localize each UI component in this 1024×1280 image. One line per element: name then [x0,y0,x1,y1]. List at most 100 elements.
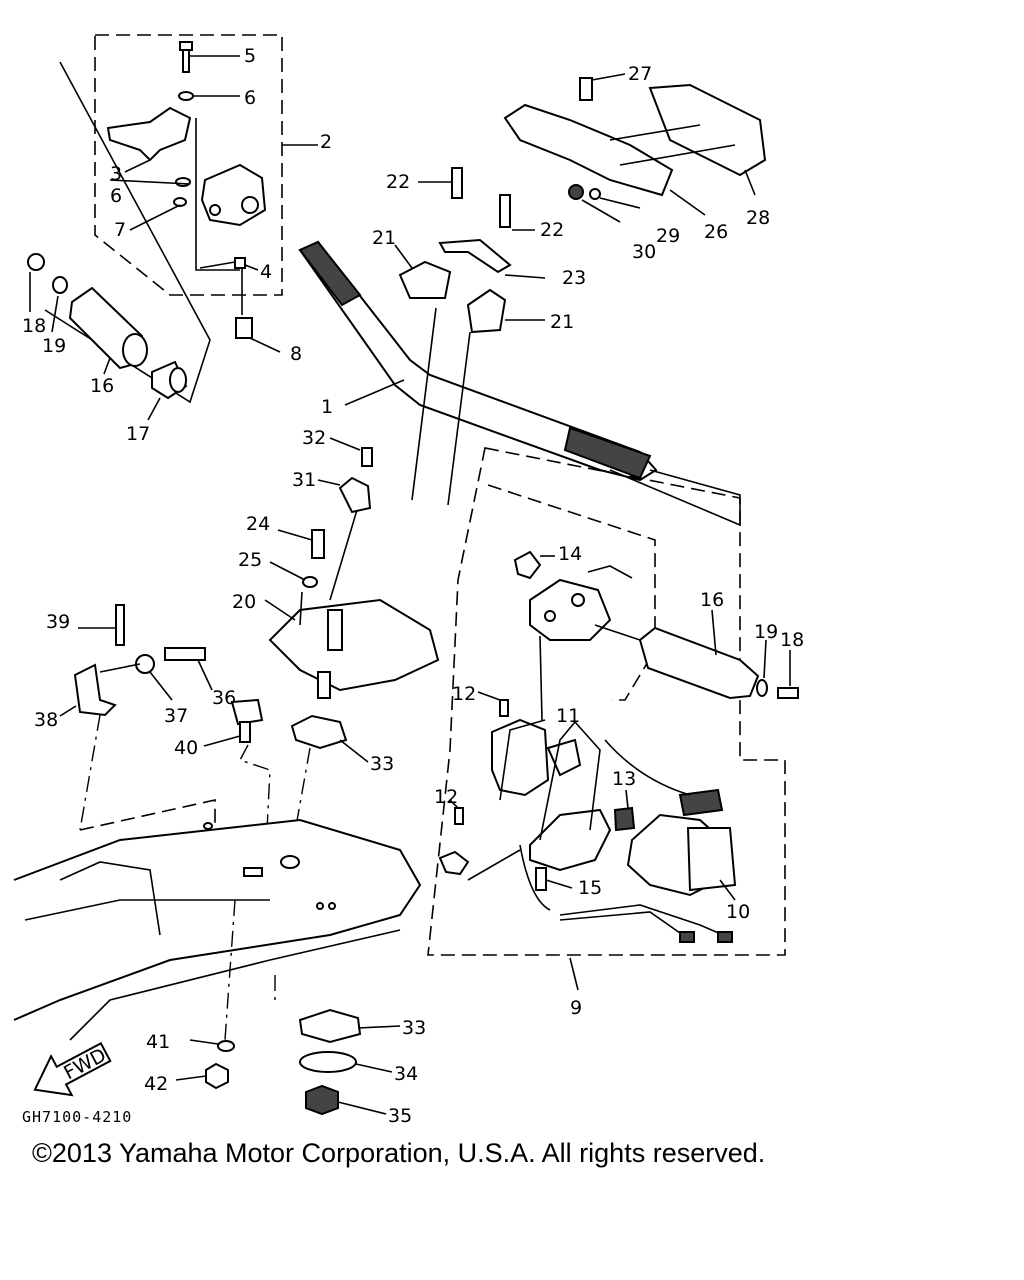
callout-25: 25 [238,549,262,571]
callout-15: 15 [578,877,602,899]
bolt-18-left [27,253,45,271]
callout-21-left: 21 [372,227,396,249]
switch-box-outer [427,447,786,956]
left-switch-group-box [94,34,283,296]
screw-12-upper [499,699,509,717]
callout-30: 30 [632,241,656,263]
callout-37: 37 [164,705,188,727]
washer-19-left [52,276,68,294]
callout-18-right: 18 [780,629,804,651]
washer-34 [299,1051,357,1073]
clip-tab [438,850,470,876]
bracket-38 [73,663,117,717]
plate-23 [438,238,512,274]
callout-35: 35 [388,1105,412,1127]
bolt-36 [164,647,206,661]
bolt-8 [235,317,253,339]
callout-2: 2 [320,131,332,153]
screw-27 [579,77,593,101]
callout-13: 13 [612,768,636,790]
callout-21-right: 21 [550,311,574,333]
callout-16-left: 16 [90,375,114,397]
callout-39: 39 [46,611,70,633]
callout-28: 28 [746,207,770,229]
cap-14 [513,550,542,580]
screw-32 [361,447,373,467]
callout-3: 3 [110,163,122,185]
callout-11: 11 [556,705,580,727]
right-switch-housing [529,578,612,641]
callout-36: 36 [212,687,236,709]
callout-12-upper: 12 [452,683,476,705]
nut-35 [305,1084,339,1116]
clamp-31 [338,476,372,514]
nut-42 [205,1062,229,1090]
callout-14: 14 [558,543,582,565]
fwd-label: FWD [60,1044,109,1084]
callout-18-left: 18 [22,315,46,337]
part-code: GH7100-4210 [22,1108,133,1126]
callout-23: 23 [562,267,586,289]
coil-spring [678,788,724,817]
fitting-24 [311,529,325,559]
hull-deck [13,818,422,1021]
callout-labels: 1 2 3 4 5 6 6 7 8 9 10 11 12 12 13 14 15… [22,45,804,1127]
washer-25 [302,576,318,588]
callout-42: 42 [144,1073,168,1095]
callout-22-right: 22 [540,219,564,241]
washer-29 [589,188,601,200]
bolt-22-right [499,194,511,228]
callout-5: 5 [244,45,256,67]
lever-bracket [106,106,192,162]
callout-41: 41 [146,1031,170,1053]
callout-24: 24 [246,513,270,535]
callout-8: 8 [290,343,302,365]
callout-6-upper: 6 [244,87,256,109]
callout-38: 38 [34,709,58,731]
callout-22-left: 22 [386,171,410,193]
cover-28 [648,83,767,177]
bracket-26 [503,103,674,197]
callout-33-upper: 33 [370,753,394,775]
fwd-arrow-icon: FWD [33,1041,112,1097]
callout-33-lower: 33 [402,1017,426,1039]
callout-1: 1 [321,396,333,418]
callout-12-lower: 12 [434,786,458,808]
callout-29: 29 [656,225,680,247]
callout-19-right: 19 [754,621,778,643]
callout-10: 10 [726,901,750,923]
clip-40 [230,698,264,726]
callout-26: 26 [704,221,728,243]
callout-32: 32 [302,427,326,449]
switch-plate [529,808,612,872]
spring-13 [613,806,636,832]
grommet-33-upper [290,714,348,750]
bolt-18-right [777,687,799,699]
washer-41 [217,1040,235,1052]
grip-16-right [638,626,760,700]
bolt-5 [179,41,193,51]
holder-21-right [466,288,507,334]
holder-21-left [398,260,452,299]
callout-6-lower: 6 [110,185,122,207]
callout-20: 20 [232,591,256,613]
handlebar-grip-left-knurl [298,240,362,307]
washer-19-right [756,679,768,697]
callout-40: 40 [174,737,198,759]
bolt-22-left [451,167,463,199]
callout-9: 9 [570,997,582,1019]
left-switch-housing [200,163,267,227]
callout-27: 27 [628,63,652,85]
callout-31: 31 [292,469,316,491]
callout-19-left: 19 [42,335,66,357]
callout-34: 34 [394,1063,418,1085]
copyright-notice: ©2013 Yamaha Motor Corporation, U.S.A. A… [32,1138,766,1168]
switch-assembly-11 [491,718,550,797]
nut-30 [568,184,584,200]
rivet-39 [115,604,125,646]
screw-12-lower [454,807,464,825]
callout-4: 4 [260,261,272,283]
callout-17: 17 [126,423,150,445]
callout-16-right: 16 [700,589,724,611]
